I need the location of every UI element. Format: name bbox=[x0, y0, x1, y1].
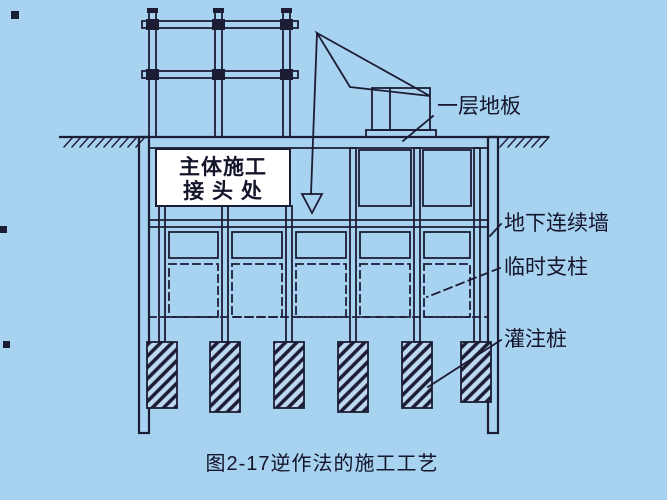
crane-cable bbox=[310, 32, 318, 195]
crane-boom bbox=[314, 30, 431, 97]
leader-cast-in-place-pile bbox=[426, 338, 503, 389]
future-excavation-panels bbox=[148, 263, 489, 318]
crane-grab-hook bbox=[300, 193, 324, 215]
label-temporary-column: 临时支柱 bbox=[504, 256, 588, 279]
diaphragm-wall-left bbox=[137, 135, 151, 435]
leader-first-floor-slab bbox=[401, 114, 435, 143]
joint-box-line1: 主体施工 bbox=[179, 155, 267, 179]
b1-slab-panels bbox=[358, 149, 472, 207]
ground-hatch-left bbox=[63, 136, 146, 148]
label-diaphragm-wall: 地下连续墙 bbox=[504, 212, 609, 235]
leader-diaphragm-wall bbox=[488, 222, 503, 238]
figure-caption: 图2-17逆作法的施工工艺 bbox=[205, 452, 438, 475]
annotations: 一层地板 地下连续墙 临时支柱 灌注桩 bbox=[401, 95, 609, 389]
crane-base bbox=[365, 129, 437, 138]
crane bbox=[300, 30, 437, 215]
label-first-floor-slab: 一层地板 bbox=[437, 95, 521, 118]
label-cast-in-place-pile: 灌注桩 bbox=[504, 328, 567, 351]
superstructure-frame bbox=[141, 8, 299, 138]
b2-slab-panels bbox=[168, 231, 471, 259]
joint-box: 主体施工 接 头 处 bbox=[155, 148, 291, 207]
cast-in-place-piles bbox=[146, 341, 492, 413]
joint-box-line2: 接 头 处 bbox=[183, 180, 263, 203]
diaphragm-wall-right bbox=[486, 135, 500, 435]
ground-hatch-right bbox=[499, 136, 550, 148]
print-speck-marks bbox=[0, 11, 19, 348]
leader-temporary-column bbox=[425, 266, 502, 299]
ground-surface bbox=[58, 135, 550, 148]
